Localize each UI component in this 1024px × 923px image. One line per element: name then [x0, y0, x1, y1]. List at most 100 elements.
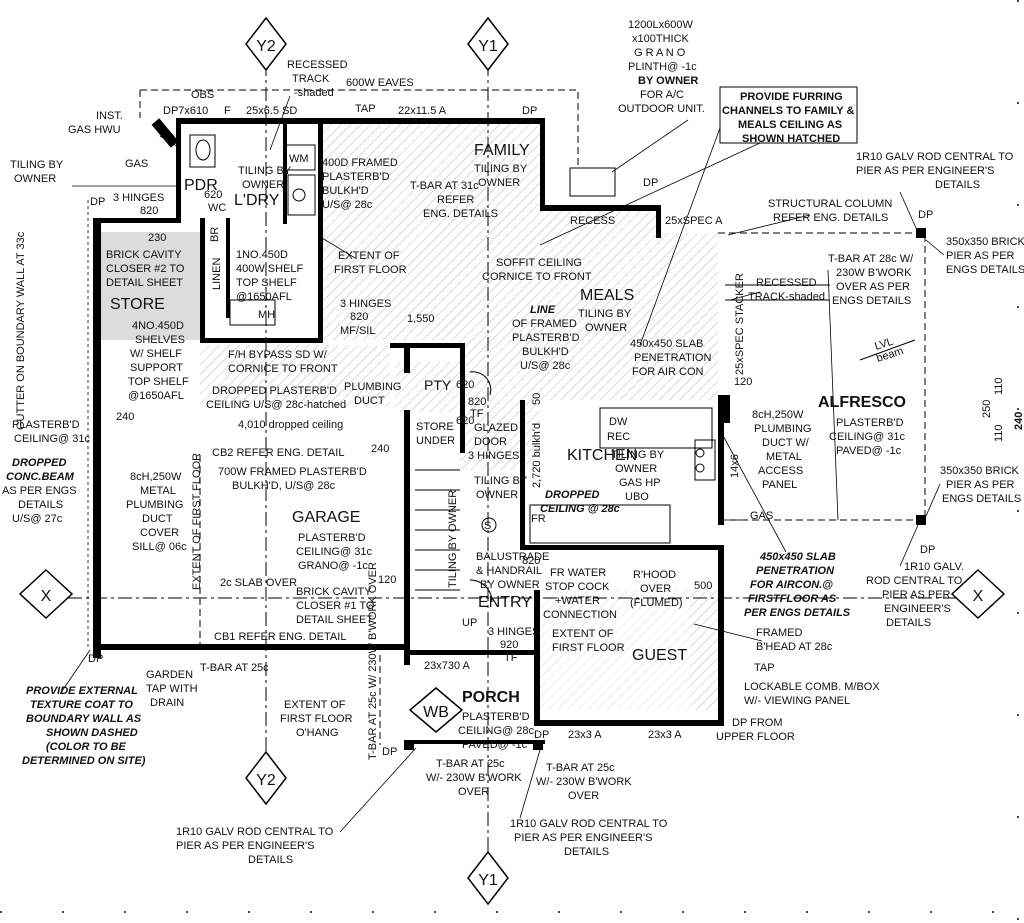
note-pdr620: 620 — [204, 189, 222, 201]
room-family: FAMILY — [474, 142, 530, 159]
note-dp-a2: DP — [90, 196, 105, 208]
note-obs: OBS — [191, 89, 214, 101]
note-mf-sil: MF/SIL — [340, 325, 375, 337]
grid-y2-bottom: Y2 — [256, 772, 276, 789]
grid-y2-top: Y2 — [256, 38, 276, 55]
note-d110a: 110 — [993, 377, 1005, 395]
note-a23x3a: 23x3 A — [568, 729, 602, 741]
note-820: 820 — [140, 205, 158, 217]
note-tap-right: TAP — [754, 662, 775, 674]
note-d820: 820 — [468, 396, 486, 408]
note-fh-bypass: F/H BYPASS SD W/CORNICE TO FRONT — [228, 349, 338, 375]
note-spec-a: 25xSPEC A — [665, 215, 723, 227]
grid-x-right: X — [973, 588, 984, 605]
room-linen: LINEN — [211, 258, 223, 290]
note-3hinges-b: 3 HINGES — [340, 298, 391, 310]
note-d240r: 240 — [1013, 412, 1024, 430]
note-gutter: GUTTER ON BOUNDARY WALL AT 33c — [15, 231, 27, 430]
note-dp-b1: DP — [88, 653, 103, 665]
note-tap-top: TAP — [355, 103, 376, 115]
room-mh: MH — [258, 309, 275, 321]
note-cb2: CB2 REFER ENG. DETAIL — [212, 447, 344, 459]
room-kitchen: KITCHEN — [567, 447, 637, 464]
note-dp-c2: DP — [920, 544, 935, 556]
eaves-outline — [87, 89, 926, 745]
note-d50: 50 — [531, 393, 543, 405]
note-d240l: 240 — [116, 411, 134, 423]
note-25x65: 25x6.5 SD — [246, 105, 297, 117]
room-store: STORE — [110, 296, 165, 313]
room-guest: GUEST — [632, 647, 687, 664]
room-wm: WM — [289, 153, 309, 165]
leader-lines — [59, 95, 945, 833]
grid-y1-bottom: Y1 — [478, 872, 498, 889]
note-d500: 500 — [694, 580, 712, 592]
note-dropped-ceil: 4,010 dropped ceiling — [238, 419, 343, 431]
note-dp-b3: DP — [534, 729, 549, 741]
note-d250: 250 — [981, 400, 993, 418]
note-tbar25: T-BAR AT 25c — [200, 662, 269, 674]
room-ldry: L'DRY — [234, 192, 280, 209]
note-tbar25-vertical: T-BAR AT 25c W/ 230W B'WORK OVER — [367, 562, 379, 760]
note-cb1: CB1 REFER ENG. DETAIL — [214, 631, 346, 643]
note-dp-b2: DP — [382, 746, 397, 758]
grid-wb: WB — [423, 704, 449, 721]
room-pdr: PDR — [184, 177, 218, 194]
note-gas-left: GAS — [125, 158, 148, 170]
note-dp-top: DP — [522, 105, 537, 117]
note-dp-a1: DP — [643, 177, 658, 189]
note-230: 230 — [148, 232, 166, 244]
room-garage: GARAGE — [292, 509, 360, 526]
note-tiling-stair: TILING BY OWNER — [447, 490, 459, 588]
note-extent-ff-vertical: EXTENT OF FIRST FLOOR — [191, 453, 203, 590]
note-d240m: 240 — [371, 443, 389, 455]
note-gas-right: GAS — [750, 510, 773, 522]
grid-y1-top: Y1 — [478, 38, 498, 55]
note-d2720: 2,720 bulkh'd — [531, 423, 543, 488]
note-d620b: 620 — [456, 415, 474, 427]
label-s: S — [484, 520, 491, 532]
fittings — [189, 134, 916, 603]
store-shading — [95, 232, 200, 340]
room-porch: PORCH — [462, 689, 520, 706]
label-dw: DW — [609, 416, 628, 428]
